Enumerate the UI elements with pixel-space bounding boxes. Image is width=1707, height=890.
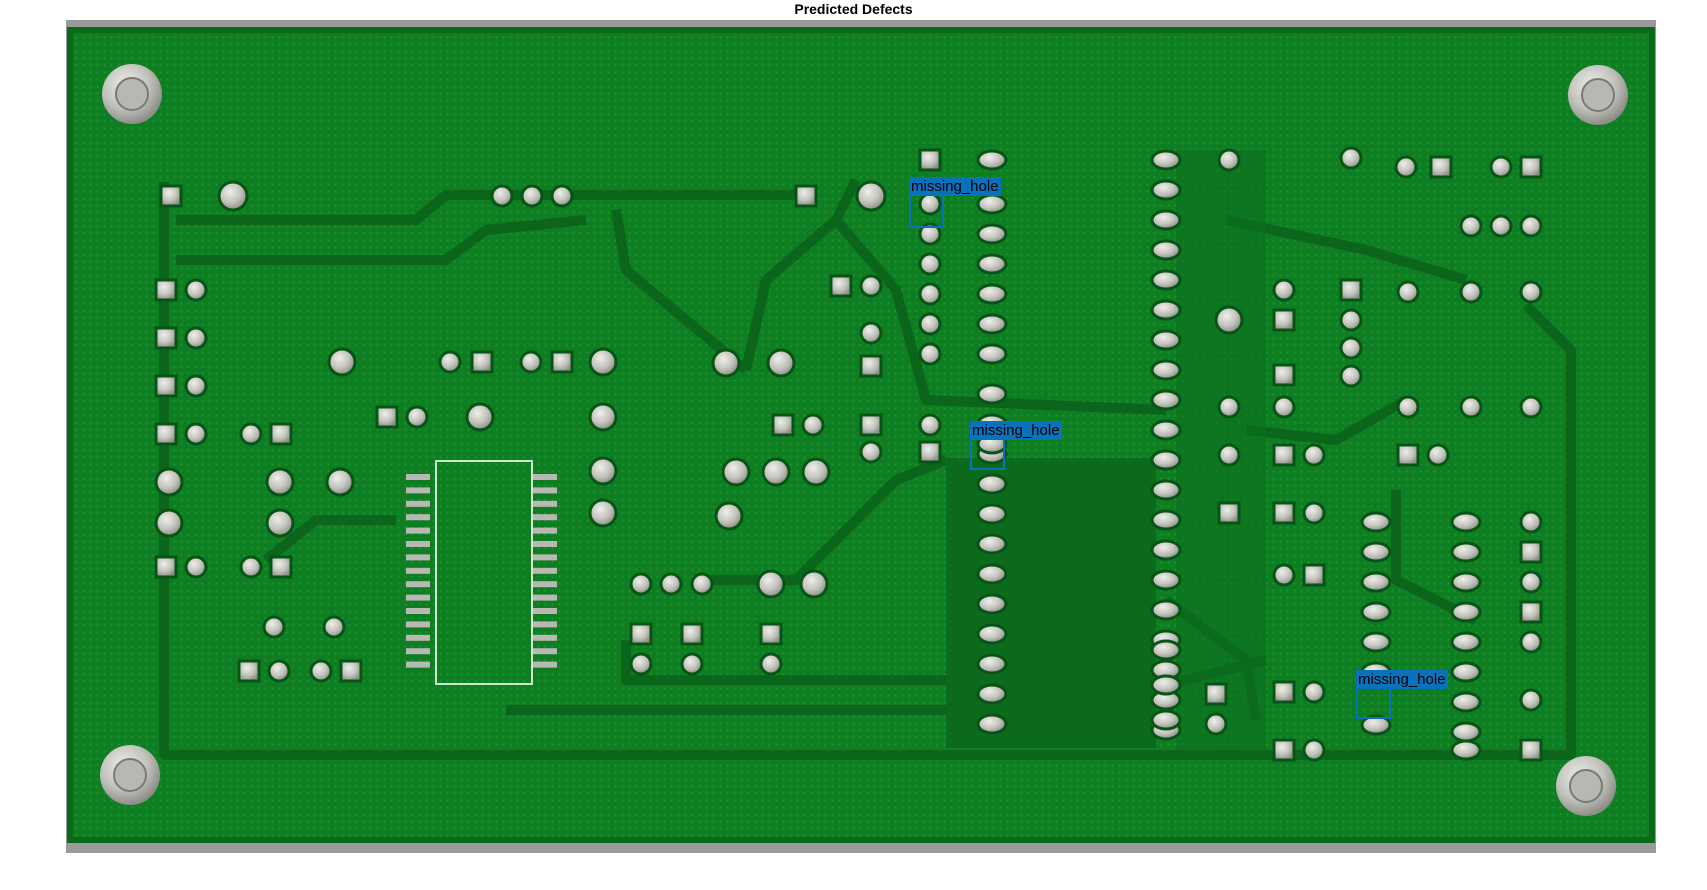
pcb-board-photo	[66, 20, 1656, 853]
figure-title: Predicted Defects	[794, 1, 913, 17]
detection-label-1: missing_hole	[909, 177, 1001, 196]
detection-label-3: missing_hole	[1356, 670, 1448, 689]
detection-box-1	[909, 193, 944, 228]
detection-label-2: missing_hole	[970, 421, 1062, 440]
mounting-holes	[100, 64, 1628, 816]
ic-outline	[435, 460, 533, 685]
detection-box-2	[970, 437, 1005, 470]
detection-box-3	[1356, 686, 1391, 719]
solder-pads	[154, 146, 1543, 762]
